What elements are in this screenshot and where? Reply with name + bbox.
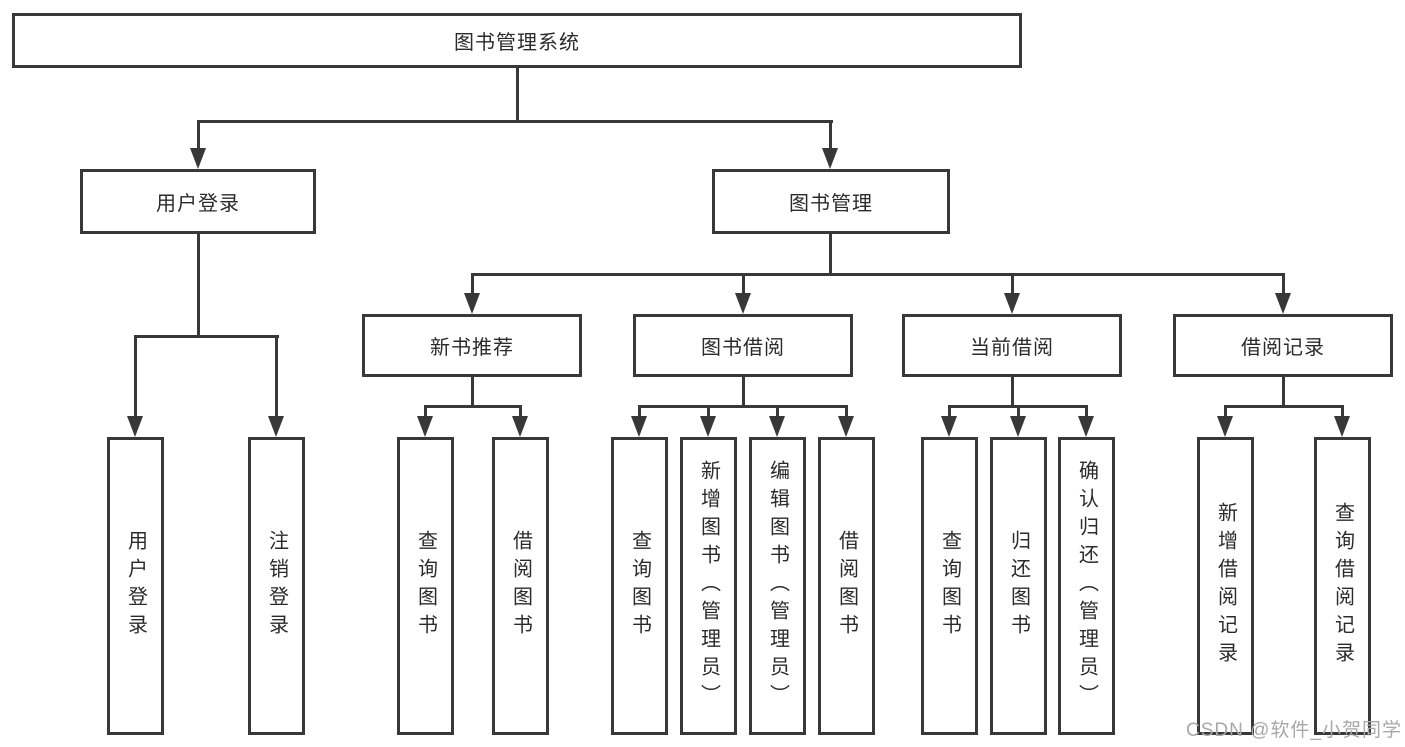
node-label: 用户登录: [124, 530, 147, 642]
arrow-down-icon: [769, 416, 785, 437]
node-label: 注销登录: [265, 530, 288, 642]
connector-line: [197, 120, 833, 123]
connector-line: [424, 405, 427, 418]
connector-line: [1224, 405, 1344, 408]
node-label: 编辑图书（管理员）: [766, 460, 789, 712]
leaf-add-borrow-record: 新增借阅记录: [1197, 437, 1254, 735]
connector-line: [134, 335, 279, 338]
arrow-down-icon: [190, 148, 206, 169]
connector-line: [424, 405, 522, 408]
leaf-query-books: 查询图书: [611, 437, 668, 735]
arrow-down-icon: [417, 416, 433, 437]
connector-line: [1224, 405, 1227, 418]
node-book-borrow: 图书借阅: [633, 314, 853, 377]
connector-line: [829, 234, 832, 275]
arrow-down-icon: [1078, 416, 1094, 437]
node-label: 用户登录: [156, 193, 240, 215]
arrow-down-icon: [1275, 293, 1291, 314]
connector-line: [948, 405, 951, 418]
leaf-query-borrow-record: 查询借阅记录: [1314, 437, 1371, 735]
node-user-login: 用户登录: [80, 169, 316, 234]
arrow-down-icon: [631, 416, 647, 437]
connector-line: [1282, 273, 1285, 295]
node-label: 图书管理系统: [454, 32, 580, 54]
connector-line: [197, 234, 200, 337]
connector-line: [519, 405, 522, 418]
connector-line: [471, 377, 474, 407]
node-label: 查询图书: [938, 530, 961, 642]
connector-line: [1341, 405, 1344, 418]
node-label: 确认归还（管理员）: [1075, 460, 1098, 712]
connector-line: [516, 68, 519, 122]
leaf-query-books-current: 查询图书: [921, 437, 978, 735]
connector-line: [776, 405, 779, 418]
connector-line: [638, 405, 848, 408]
node-label: 查询借阅记录: [1331, 502, 1354, 670]
connector-line: [1017, 405, 1020, 418]
node-borrow-records: 借阅记录: [1173, 314, 1393, 377]
connector-line: [471, 273, 1285, 276]
leaf-confirm-return-admin: 确认归还（管理员）: [1058, 437, 1115, 735]
leaf-add-books-admin: 新增图书（管理员）: [680, 437, 737, 735]
arrow-down-icon: [127, 416, 143, 437]
connector-line: [134, 335, 137, 418]
node-current-borrow: 当前借阅: [902, 314, 1122, 377]
node-book-management: 图书管理: [712, 169, 950, 234]
leaf-edit-books-admin: 编辑图书（管理员）: [749, 437, 806, 735]
node-label: 图书借阅: [701, 337, 785, 359]
connector-line: [742, 273, 745, 295]
node-label: 借阅图书: [509, 530, 532, 642]
leaf-logout: 注销登录: [248, 437, 305, 735]
node-label: 新增借阅记录: [1214, 502, 1237, 670]
node-label: 借阅图书: [835, 530, 858, 642]
node-label: 当前借阅: [970, 337, 1054, 359]
csdn-watermark: CSDN @软件_小贺同学: [1186, 720, 1402, 741]
node-new-book-recommend: 新书推荐: [362, 314, 582, 377]
connector-line: [275, 335, 278, 418]
arrow-down-icon: [1334, 416, 1350, 437]
arrow-down-icon: [1217, 416, 1233, 437]
leaf-return-books: 归还图书: [990, 437, 1047, 735]
node-label: 归还图书: [1007, 530, 1030, 642]
node-label: 查询图书: [414, 530, 437, 642]
arrow-down-icon: [838, 416, 854, 437]
node-system-root: 图书管理系统: [12, 13, 1022, 68]
leaf-user-login: 用户登录: [107, 437, 164, 735]
connector-line: [742, 377, 745, 407]
connector-line: [845, 405, 848, 418]
connector-line: [471, 273, 474, 295]
node-label: 新书推荐: [430, 337, 514, 359]
arrow-down-icon: [822, 148, 838, 169]
arrow-down-icon: [735, 293, 751, 314]
leaf-borrow-books: 借阅图书: [818, 437, 875, 735]
arrow-down-icon: [1010, 416, 1026, 437]
node-label: 查询图书: [628, 530, 651, 642]
arrow-down-icon: [268, 416, 284, 437]
arrow-down-icon: [941, 416, 957, 437]
connector-line: [1282, 377, 1285, 407]
arrow-down-icon: [1004, 293, 1020, 314]
leaf-query-books-recommend: 查询图书: [397, 437, 454, 735]
node-label: 图书管理: [789, 193, 873, 215]
connector-line: [829, 120, 832, 150]
leaf-borrow-books-recommend: 借阅图书: [492, 437, 549, 735]
connector-line: [1011, 377, 1014, 407]
arrow-down-icon: [700, 416, 716, 437]
arrow-down-icon: [464, 293, 480, 314]
node-label: 新增图书（管理员）: [697, 460, 720, 712]
node-label: 借阅记录: [1241, 337, 1325, 359]
arrow-down-icon: [512, 416, 528, 437]
connector-line: [638, 405, 641, 418]
connector-line: [1085, 405, 1088, 418]
connector-line: [197, 120, 200, 150]
connector-line: [1011, 273, 1014, 295]
connector-line: [707, 405, 710, 418]
